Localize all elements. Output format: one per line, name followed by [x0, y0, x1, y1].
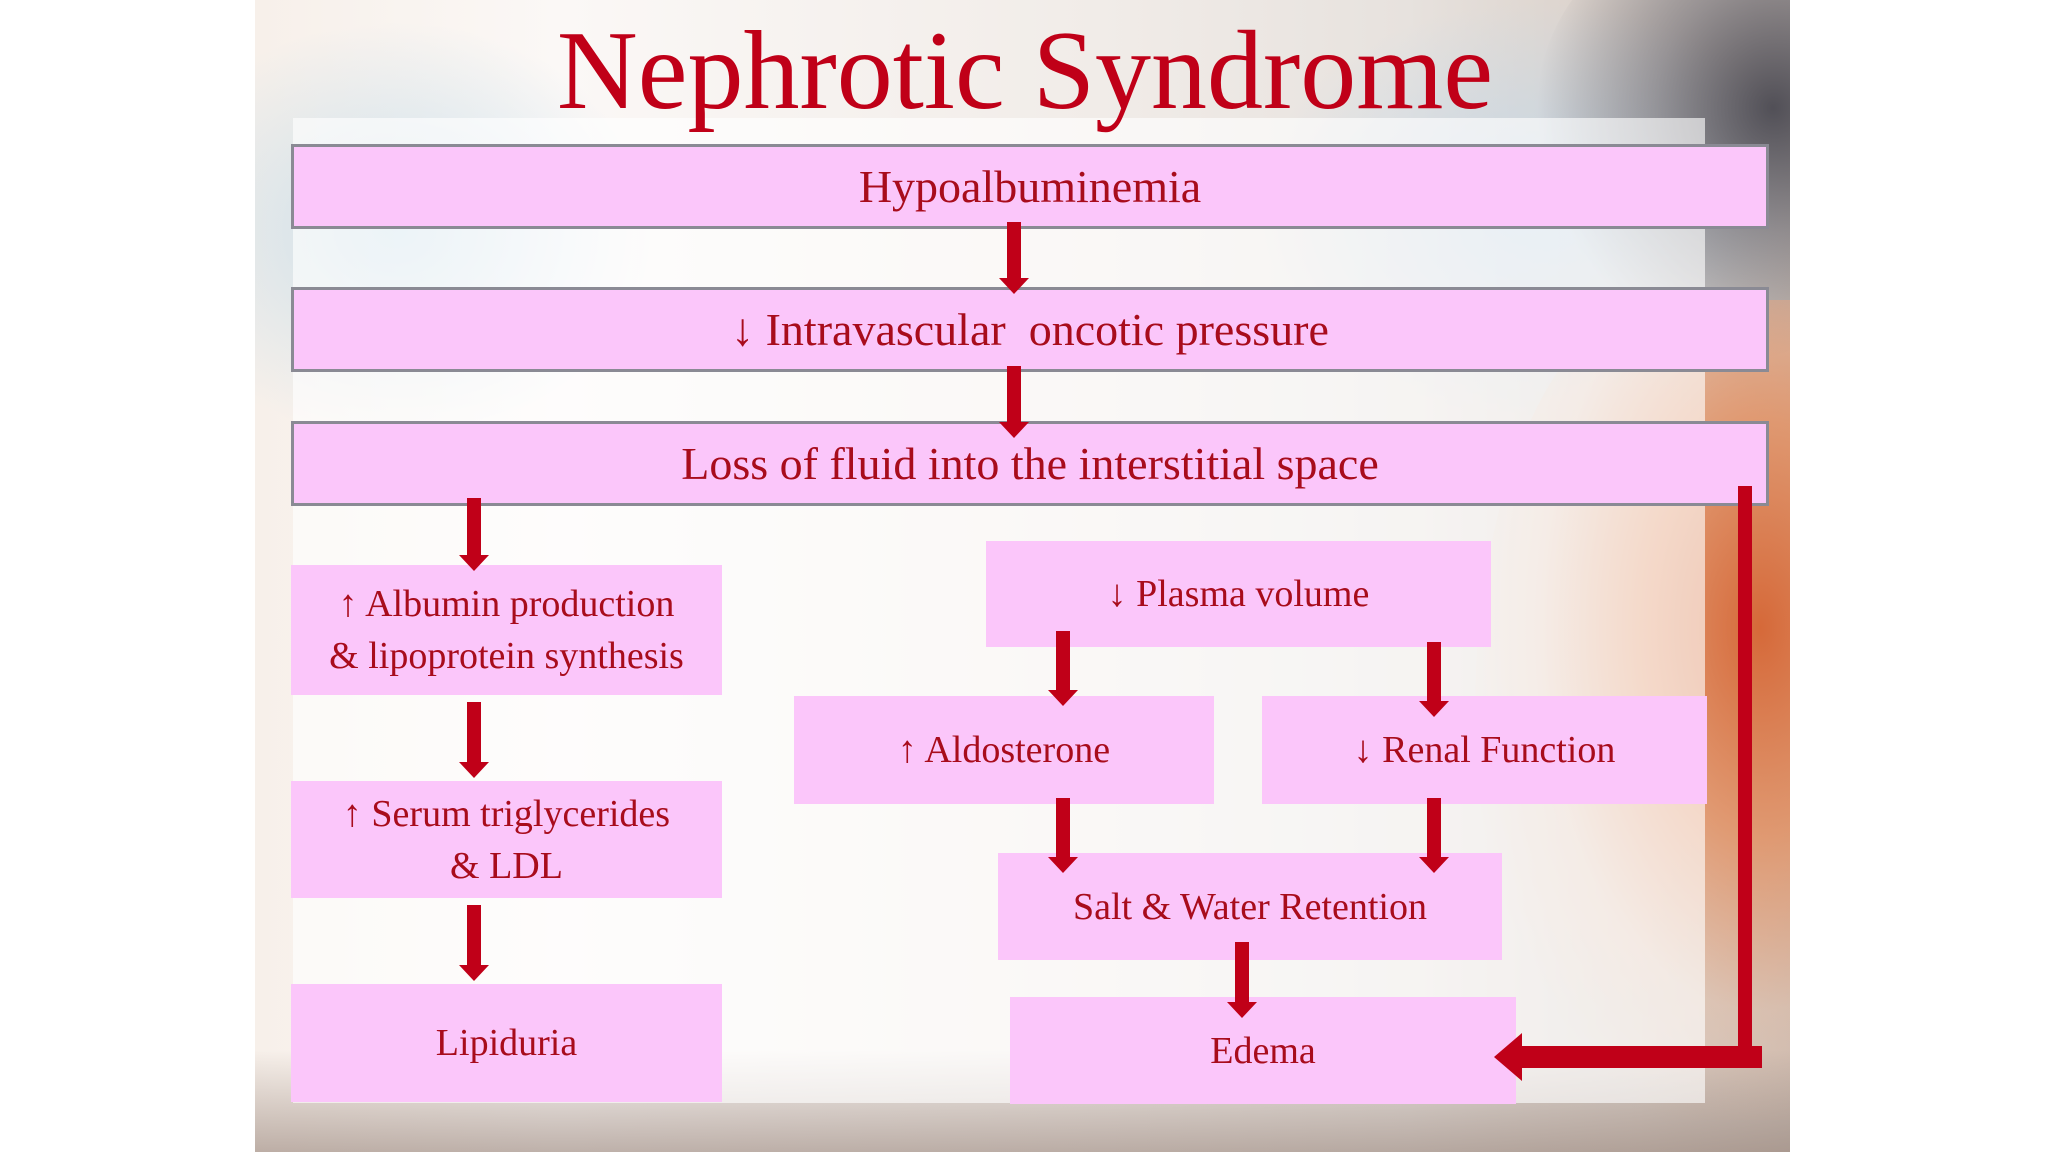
arrow-head — [459, 965, 489, 981]
arrow-shaft — [1056, 798, 1070, 859]
salt-water-retention-box: Salt & Water Retention — [998, 853, 1502, 960]
arrow-head — [459, 762, 489, 778]
plasma-volume-label: ↓ Plasma volume — [1107, 573, 1370, 615]
arrow-head — [1227, 1002, 1257, 1018]
serum-triglycerides-line2: & LDL — [450, 844, 563, 887]
connector-arrowhead — [1494, 1033, 1522, 1081]
arrow-shaft — [1235, 942, 1249, 1004]
connector-fluid-loss-to-edema-vertical — [1738, 486, 1752, 1060]
hypoalbuminemia-box: Hypoalbuminemia — [291, 144, 1769, 229]
arrow-head — [1048, 690, 1078, 706]
albumin-production-line1: ↑ Albumin production — [338, 583, 675, 625]
connector-fluid-loss-to-edema-horizontal — [1520, 1046, 1762, 1068]
aldosterone-label: ↑ Aldosterone — [897, 729, 1111, 771]
slide-title: Nephrotic Syndrome — [556, 9, 1494, 133]
arrow-head — [459, 555, 489, 571]
fluid-loss-label: Loss of fluid into the interstitial spac… — [681, 437, 1379, 489]
salt-water-retention-label: Salt & Water Retention — [1072, 885, 1427, 928]
lipiduria-box: Lipiduria — [291, 984, 722, 1102]
edema-label: Edema — [1210, 1029, 1316, 1072]
arrow-shaft — [467, 702, 481, 764]
oncotic-pressure-label: ↓ Intravascular oncotic pressure — [731, 303, 1329, 355]
albumin-production-box: ↑ Albumin production & lipoprotein synth… — [291, 565, 722, 695]
serum-triglycerides-box: ↑ Serum triglycerides & LDL — [291, 781, 722, 898]
aldosterone-box: ↑ Aldosterone — [794, 696, 1214, 804]
serum-triglycerides-line1: ↑ Serum triglycerides — [342, 792, 671, 835]
fluid-loss-box: Loss of fluid into the interstitial spac… — [291, 421, 1769, 506]
arrow-shaft — [467, 905, 481, 967]
plasma-volume-box: ↓ Plasma volume — [986, 541, 1491, 647]
arrow-shaft — [1427, 642, 1441, 703]
edema-box: Edema — [1010, 997, 1516, 1104]
arrow-head — [999, 278, 1029, 294]
hypoalbuminemia-label: Hypoalbuminemia — [858, 160, 1202, 212]
oncotic-pressure-box: ↓ Intravascular oncotic pressure — [291, 287, 1769, 372]
arrow-shaft — [1007, 366, 1021, 424]
arrow-shaft — [1427, 798, 1441, 859]
arrow-head — [999, 422, 1029, 438]
arrow-head — [1048, 857, 1078, 873]
arrow-shaft — [467, 498, 481, 557]
lipiduria-label: Lipiduria — [435, 1022, 578, 1064]
arrow-head — [1419, 701, 1449, 717]
renal-function-label: ↓ Renal Function — [1353, 729, 1616, 771]
arrow-head — [1419, 857, 1449, 873]
arrow-shaft — [1056, 631, 1070, 692]
renal-function-box: ↓ Renal Function — [1262, 696, 1707, 804]
albumin-production-line2: & lipoprotein synthesis — [329, 635, 684, 677]
arrow-shaft — [1007, 222, 1021, 280]
